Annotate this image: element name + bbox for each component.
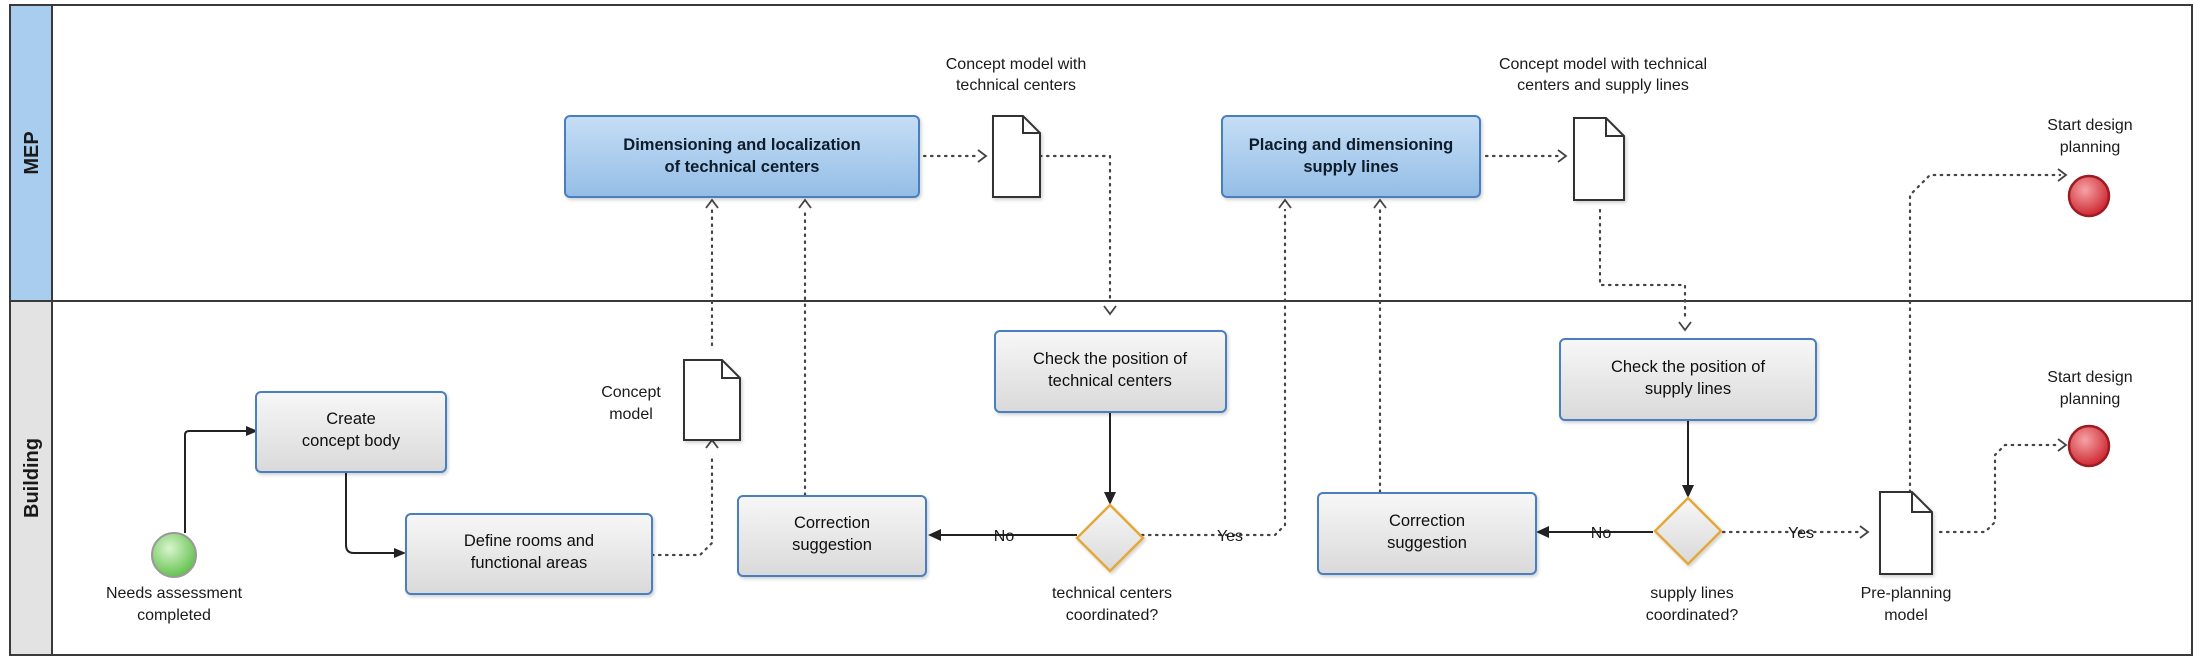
gateway-supply-label-2: coordinated? bbox=[1646, 607, 1739, 624]
flow-label-no-2: No bbox=[1591, 525, 1612, 542]
assoc-arrowhead bbox=[1278, 198, 1292, 209]
task-correction-2-line2: suggestion bbox=[1387, 534, 1467, 552]
task-check-supply[interactable]: Check the position of supply lines bbox=[1559, 338, 1817, 421]
task-placing[interactable]: Placing and dimensioning supply lines bbox=[1221, 115, 1481, 198]
assoc-preplanning-to-end-mep bbox=[1908, 173, 2062, 494]
doc-concept-tech-label-2: technical centers bbox=[956, 77, 1076, 94]
doc-concept-supply[interactable] bbox=[1573, 117, 1625, 201]
assoc-arrowhead bbox=[2057, 168, 2068, 182]
task-correction-2-line1: Correction bbox=[1389, 512, 1465, 530]
doc-concept-model-label-2: model bbox=[609, 406, 653, 423]
flow-arrowhead bbox=[1536, 526, 1549, 538]
end-event-mep-label-2: planning bbox=[2060, 139, 2121, 156]
end-event-mep[interactable] bbox=[2067, 174, 2111, 218]
assoc-doc-to-check-tech bbox=[1038, 154, 1112, 304]
task-dimensioning-line1: Dimensioning and localization bbox=[623, 136, 860, 154]
end-event-building[interactable] bbox=[2067, 424, 2111, 468]
task-create-body[interactable]: Create concept body bbox=[255, 391, 447, 473]
task-create-body-line2: concept body bbox=[302, 432, 401, 450]
gateway-tech-label-1: technical centers bbox=[1052, 585, 1172, 602]
flow-label-yes-1: Yes bbox=[1217, 528, 1243, 545]
flow-label-no-1: No bbox=[994, 528, 1015, 545]
task-correction-1-line1: Correction bbox=[794, 514, 870, 532]
task-define-rooms-line2: functional areas bbox=[471, 554, 588, 572]
doc-preplanning-label-2: model bbox=[1884, 607, 1928, 624]
gateway-supply-label-1: supply lines bbox=[1650, 585, 1734, 602]
assoc-preplanning-to-end-building bbox=[1938, 443, 2062, 534]
task-create-body-line1: Create bbox=[326, 410, 376, 428]
assoc-arrowhead bbox=[2057, 438, 2068, 452]
flow-arrowhead bbox=[1104, 492, 1116, 505]
task-dimensioning-line2: of technical centers bbox=[665, 158, 820, 176]
start-event[interactable] bbox=[151, 532, 197, 578]
task-placing-line1: Placing and dimensioning bbox=[1249, 136, 1453, 154]
assoc-doc-to-check-supply bbox=[1598, 208, 1687, 320]
assoc-arrowhead bbox=[977, 149, 988, 163]
association-flows bbox=[650, 149, 2068, 557]
doc-concept-tech[interactable] bbox=[992, 115, 1041, 198]
doc-concept-supply-label-1: Concept model with technical bbox=[1499, 56, 1707, 73]
task-check-supply-line1: Check the position of bbox=[1611, 358, 1766, 376]
flow-label-yes-2: Yes bbox=[1788, 525, 1814, 542]
assoc-gateway-yes-to-placing bbox=[1140, 208, 1287, 537]
sequence-flows bbox=[184, 412, 1694, 558]
assoc-define-to-concept-model bbox=[650, 453, 714, 557]
flow-arrowhead bbox=[1682, 485, 1694, 498]
task-check-supply-line2: supply lines bbox=[1645, 380, 1731, 398]
assoc-arrowhead bbox=[798, 198, 812, 209]
task-check-tech-line2: technical centers bbox=[1048, 372, 1172, 390]
start-event-label-2: completed bbox=[137, 607, 211, 624]
assoc-arrowhead bbox=[705, 198, 719, 209]
start-event-label-1: Needs assessment bbox=[106, 585, 243, 602]
doc-preplanning[interactable] bbox=[1879, 491, 1933, 575]
lane-label-mep: MEP bbox=[21, 131, 43, 174]
task-correction-2[interactable]: Correction suggestion bbox=[1317, 492, 1537, 575]
gateway-tech-coordinated[interactable] bbox=[1075, 503, 1145, 573]
flow-create-to-define bbox=[345, 471, 398, 554]
flow-arrowhead bbox=[246, 426, 258, 436]
doc-concept-model[interactable] bbox=[683, 359, 741, 441]
lane-label-building: Building bbox=[21, 438, 43, 518]
end-event-building-label-1: Start design bbox=[2047, 369, 2132, 386]
doc-concept-model-label-1: Concept bbox=[601, 384, 661, 401]
gateway-tech-label-2: coordinated? bbox=[1066, 607, 1159, 624]
task-check-tech-line1: Check the position of bbox=[1033, 350, 1188, 368]
flow-arrowhead bbox=[928, 529, 941, 541]
assoc-arrowhead bbox=[1859, 525, 1870, 539]
flow-arrowhead bbox=[394, 548, 406, 558]
task-correction-1[interactable]: Correction suggestion bbox=[737, 495, 927, 577]
doc-concept-supply-label-2: centers and supply lines bbox=[1517, 77, 1689, 94]
lane-header-mep bbox=[9, 4, 53, 302]
task-define-rooms[interactable]: Define rooms and functional areas bbox=[405, 513, 653, 595]
end-event-building-label-2: planning bbox=[2060, 391, 2121, 408]
assoc-arrowhead bbox=[1678, 321, 1692, 332]
task-placing-line2: supply lines bbox=[1303, 158, 1398, 176]
flow-start-to-create bbox=[184, 430, 250, 533]
assoc-arrowhead bbox=[1103, 305, 1117, 316]
assoc-arrowhead bbox=[1557, 149, 1568, 163]
end-event-mep-label-1: Start design bbox=[2047, 117, 2132, 134]
gateway-supply-coordinated[interactable] bbox=[1653, 496, 1723, 566]
task-define-rooms-line1: Define rooms and bbox=[464, 532, 594, 550]
doc-preplanning-label-1: Pre-planning bbox=[1861, 585, 1952, 602]
assoc-arrowhead bbox=[1373, 198, 1387, 209]
lane-header-building bbox=[9, 300, 53, 656]
doc-concept-tech-label-1: Concept model with bbox=[946, 56, 1087, 73]
task-correction-1-line2: suggestion bbox=[792, 536, 872, 554]
task-dimensioning[interactable]: Dimensioning and localization of technic… bbox=[564, 115, 920, 198]
task-check-tech[interactable]: Check the position of technical centers bbox=[994, 330, 1227, 413]
